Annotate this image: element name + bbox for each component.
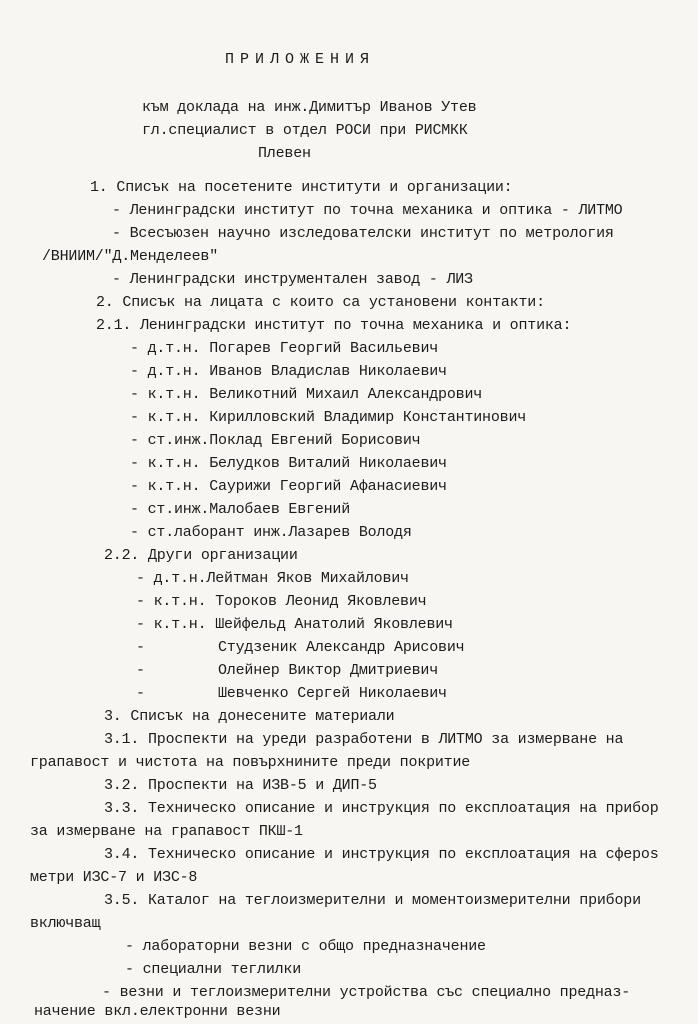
section-1-heading: 1. Списък на посетените институти и орга… bbox=[90, 179, 513, 196]
section-3-heading: 3. Списък на донесените материали bbox=[104, 708, 395, 725]
person-line: - к.т.н. Великотний Михаил Александрович bbox=[130, 386, 483, 403]
material-line: 3.5. Каталог на теглоизмерителни и момен… bbox=[104, 892, 641, 909]
header-line-1: към доклада на инж.Димитър Иванов Утев bbox=[142, 99, 477, 116]
person-line: - д.т.н. Иванов Владислав Николаевич bbox=[130, 363, 447, 380]
section-2-heading: 2. Списък на лицата с които са установен… bbox=[96, 294, 545, 311]
person-line: - д.т.н.Лейтман Яков Михайлович bbox=[136, 570, 409, 587]
person-line: - Олейнер Виктор Дмитриевич bbox=[136, 661, 438, 681]
material-line: метри ИЗС-7 и ИЗС-8 bbox=[30, 869, 198, 886]
material-line: - специални теглилки bbox=[125, 961, 302, 978]
person-name: Студзеник Александр Арисович bbox=[218, 639, 465, 656]
material-line: - лабораторни везни с общо предназначени… bbox=[125, 938, 486, 955]
material-line: включващ bbox=[30, 915, 101, 932]
material-line: 3.3. Техническо описание и инструкция по… bbox=[104, 800, 659, 817]
section-1-item: /ВНИИМ/"Д.Менделеев" bbox=[42, 248, 219, 265]
person-line: - к.т.н. Шейфельд Анатолий Яковлевич bbox=[136, 616, 453, 633]
material-line: начение вкл.електронни везни bbox=[34, 1003, 281, 1020]
person-line: - к.т.н. Белудков Виталий Николаевич bbox=[130, 455, 447, 472]
document-title: ПРИЛОЖЕНИЯ bbox=[225, 51, 376, 68]
person-line: - к.т.н. Тороков Леонид Яковлевич bbox=[136, 593, 427, 610]
person-line: - д.т.н. Погарев Георгий Васильевич bbox=[130, 340, 439, 357]
person-line: - ст.лаборант инж.Лазарев Володя bbox=[130, 524, 412, 541]
list-dash: - bbox=[136, 662, 145, 679]
person-line: - ст.инж.Малобаев Евгений bbox=[130, 501, 351, 518]
material-line: 3.4. Техническо описание и инструкция по… bbox=[104, 846, 659, 863]
section-2-1-heading: 2.1. Ленинградски институт по точна меха… bbox=[96, 317, 572, 334]
material-line: 3.2. Проспекти на ИЗВ-5 и ДИП-5 bbox=[104, 777, 377, 794]
header-line-2: гл.специалист в отдел РОСИ при РИСМКК bbox=[142, 122, 468, 139]
section-2-2-heading: 2.2. Други организации bbox=[104, 547, 298, 564]
section-1-item: - Всесъюзен научно изследователски инсти… bbox=[112, 225, 614, 242]
section-1-item: - Ленинградски институт по точна механик… bbox=[112, 202, 623, 219]
header-line-3: Плевен bbox=[258, 145, 311, 162]
person-line: - Студзеник Александр Арисович bbox=[136, 638, 465, 658]
person-line: - Шевченко Сергей Николаевич bbox=[136, 684, 447, 704]
section-1-item: - Ленинградски инструментален завод - ЛИ… bbox=[112, 271, 473, 288]
material-line: 3.1. Проспекти на уреди разработени в ЛИ… bbox=[104, 731, 624, 748]
material-line: - везни и теглоизмерителни устройства съ… bbox=[102, 984, 631, 1001]
person-line: - ст.инж.Поклад Евгений Борисович bbox=[130, 432, 421, 449]
person-line: - к.т.н. Саурижи Георгий Афанасиевич bbox=[130, 478, 447, 495]
material-line: грапавост и чистота на повърхнините пред… bbox=[30, 754, 471, 771]
list-dash: - bbox=[136, 639, 145, 656]
person-line: - к.т.н. Кирилловский Владимир Константи… bbox=[130, 409, 527, 426]
material-line: за измерване на грапавост ПКШ-1 bbox=[30, 823, 303, 840]
list-dash: - bbox=[136, 685, 145, 702]
person-name: Олейнер Виктор Дмитриевич bbox=[218, 662, 439, 679]
person-name: Шевченко Сергей Николаевич bbox=[218, 685, 447, 702]
